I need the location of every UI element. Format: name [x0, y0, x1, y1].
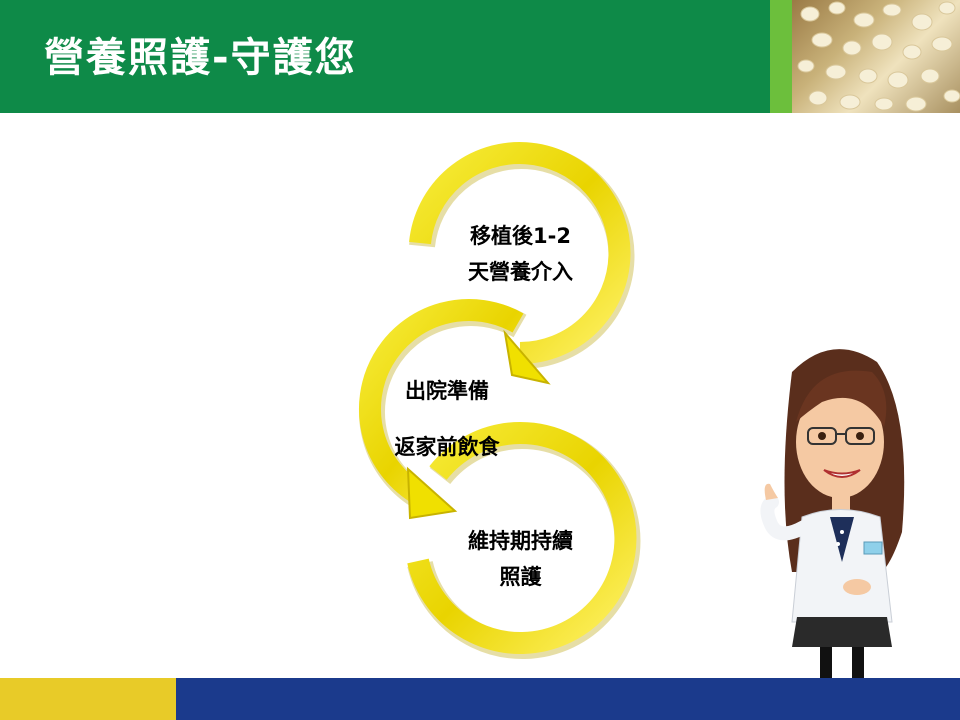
- slide-header: 營養照護-守護您: [0, 0, 960, 113]
- step-1-line-2: 天營養介入: [468, 260, 573, 284]
- step-3-text: 維持期持續 照護: [448, 523, 593, 595]
- cycle-diagram: 移植後1-2 天營養介入 出院準備 返家前飲食 維持期持續 照護: [0, 113, 960, 678]
- nurse-mascot: [752, 332, 922, 712]
- step-1-line-1: 移植後1-2: [470, 224, 571, 248]
- arrow-ring-2: [359, 299, 527, 520]
- footer-yellow-band: [0, 678, 176, 720]
- arrow-ring-3: [407, 422, 641, 659]
- step-2-line-1: 出院準備: [405, 379, 489, 403]
- step-1-text: 移植後1-2 天營養介入: [448, 218, 593, 290]
- step-3-line-2: 照護: [499, 565, 542, 589]
- step-2-text: 出院準備 返家前飲食: [372, 363, 522, 475]
- step-3-line-1: 維持期持續: [468, 529, 573, 553]
- soybeans-photo: [792, 0, 960, 113]
- arrow-ring-1: [409, 142, 635, 385]
- footer-blue-band: [176, 678, 960, 720]
- header-accent-stripe: [770, 0, 792, 113]
- step-2-line-2: 返家前飲食: [394, 435, 500, 459]
- page-title: 營養照護-守護您: [44, 35, 357, 81]
- header-green-band: [0, 0, 770, 113]
